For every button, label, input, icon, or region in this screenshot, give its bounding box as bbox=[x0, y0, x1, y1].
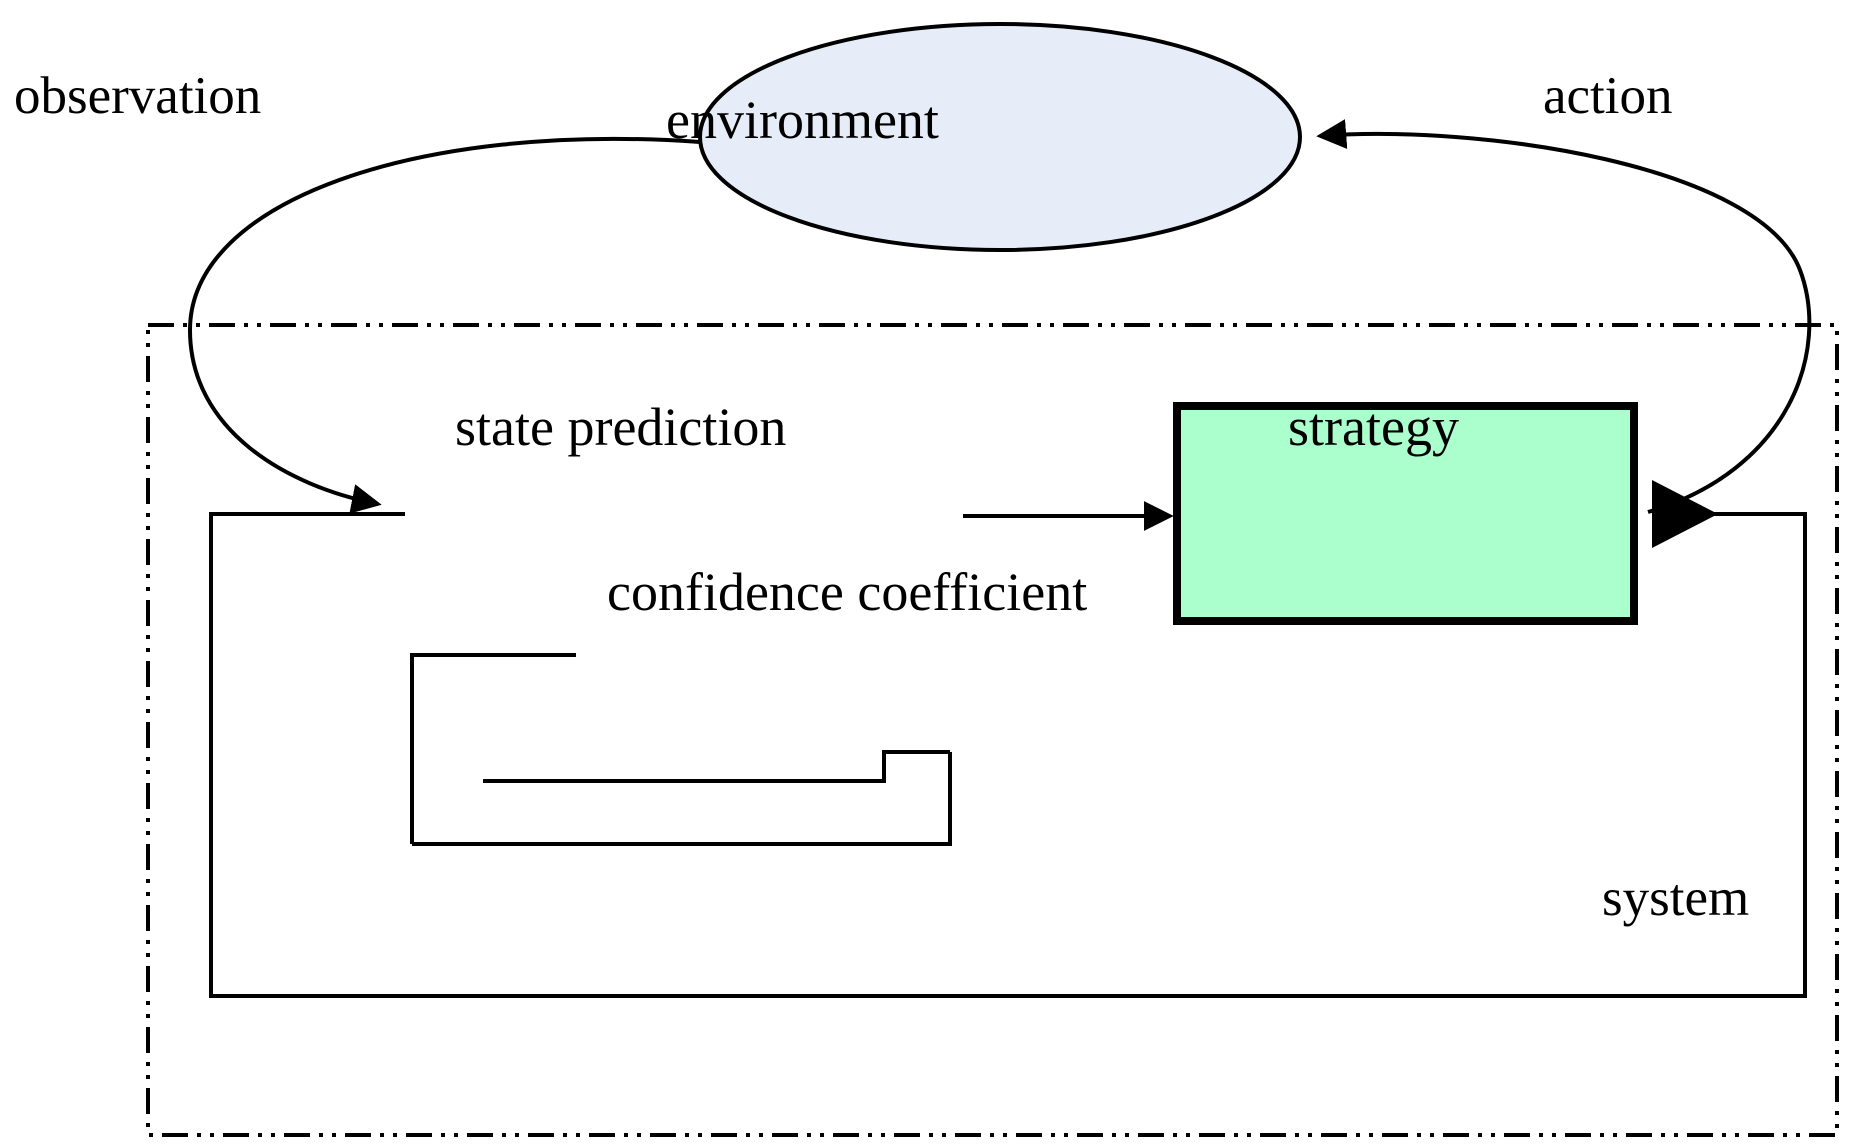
environment-node[interactable] bbox=[698, 22, 1302, 252]
action-edge-label: action bbox=[1543, 67, 1673, 125]
observation-edge bbox=[187, 136, 701, 514]
environment-node-label: environment bbox=[666, 90, 939, 150]
strategy-node[interactable] bbox=[1173, 402, 1638, 625]
strategy-feedback-edge bbox=[209, 512, 1807, 998]
strategy-node-label: strategy bbox=[1288, 397, 1459, 457]
confidence-bracket-lower bbox=[483, 750, 950, 783]
confidence-bracket-lower-base bbox=[412, 752, 952, 846]
strategy-feedback-arrowhead bbox=[1652, 480, 1718, 548]
system-boundary-label: system bbox=[1602, 869, 1750, 927]
system-boundary bbox=[146, 323, 1839, 1137]
observation-edge-label: observation bbox=[14, 67, 262, 125]
confidence-bracket-upper bbox=[410, 653, 576, 844]
state-prediction-node-label: state prediction bbox=[455, 397, 787, 457]
action-edge bbox=[1316, 119, 1812, 514]
confidence-coefficient-label: confidence coefficient bbox=[607, 562, 1088, 622]
